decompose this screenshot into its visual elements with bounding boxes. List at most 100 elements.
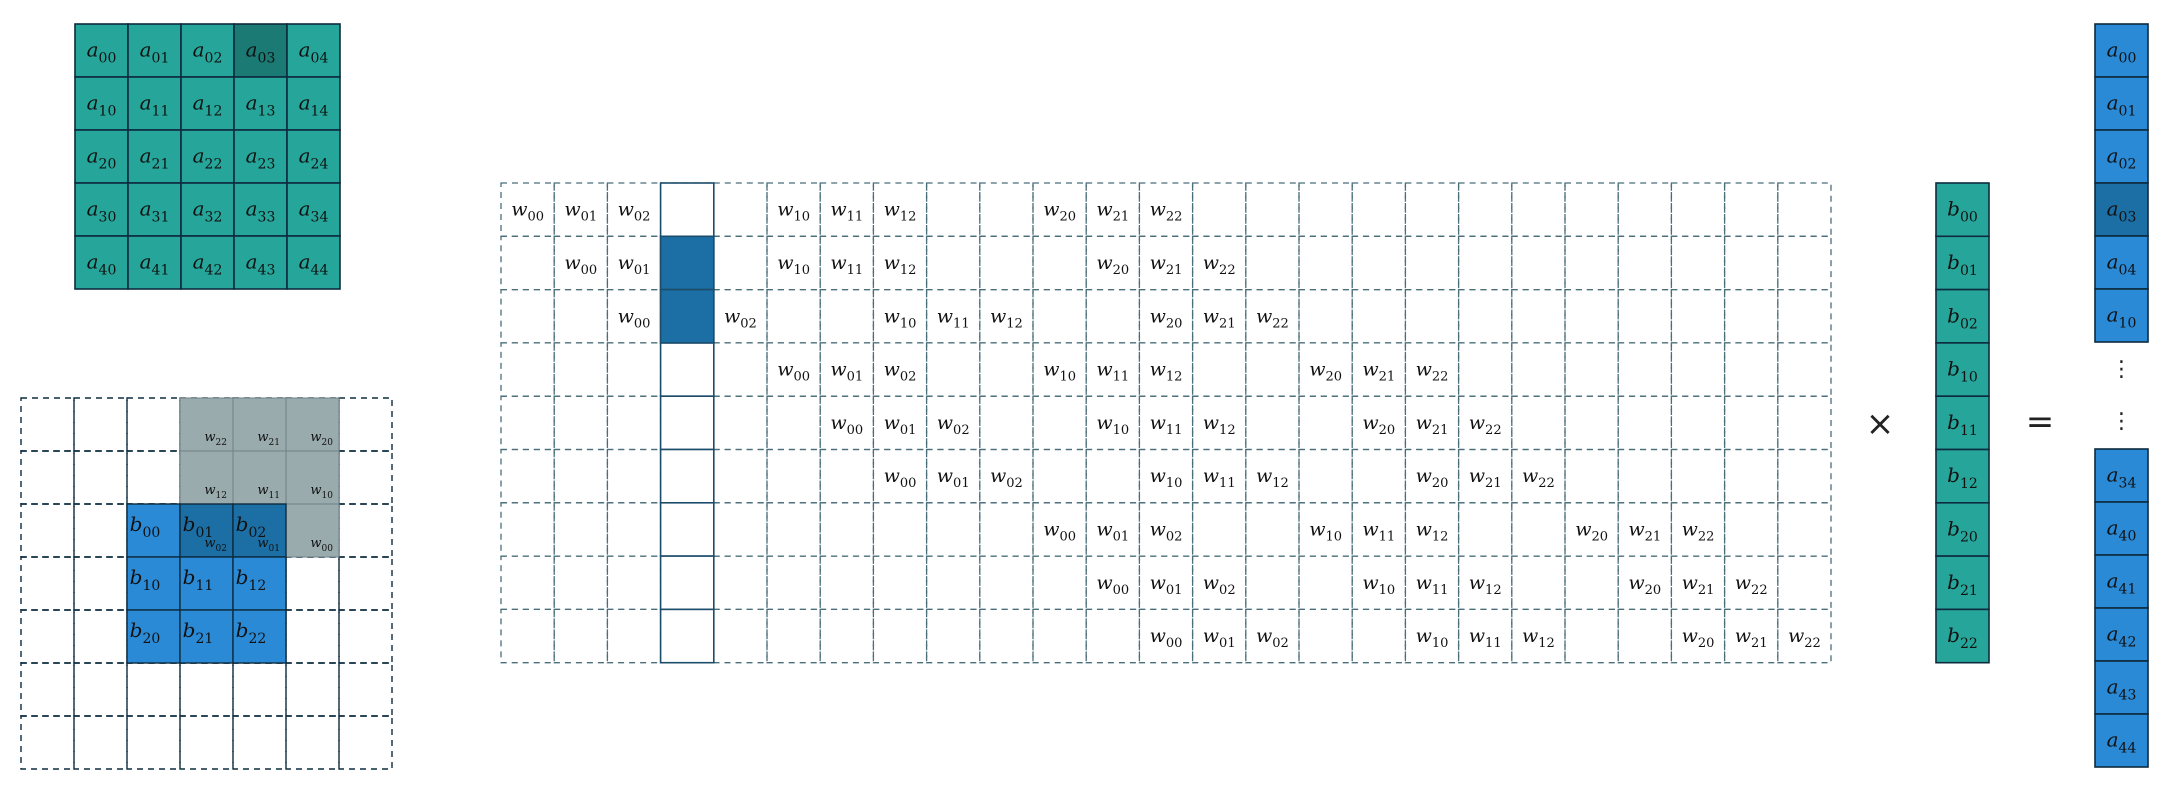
weight-entry-w22: w22 [1203, 252, 1236, 278]
padded-grid-cell [338, 397, 393, 452]
weight-grid-cell [1191, 182, 1247, 237]
padded-grid-cell [20, 397, 75, 452]
b-vector-label-b12: b12 [1947, 463, 1978, 492]
result-label-a41: a41 [2107, 569, 2137, 598]
input-cell-a11 [127, 76, 182, 131]
weight-grid-cell [713, 502, 768, 557]
weight-entry-w21: w21 [1150, 252, 1183, 278]
weight-grid-cell [1085, 288, 1141, 344]
result-cell-a44 [2094, 713, 2149, 768]
weight-grid-cell [1032, 448, 1087, 504]
weight-entry-w21: w21 [1096, 199, 1129, 225]
weight-entry-w00: w00 [1096, 572, 1129, 598]
weight-grid-cell [1298, 182, 1353, 237]
weight-grid-cell [925, 235, 981, 291]
weight-grid-cell [925, 608, 981, 664]
weight-grid-cell [925, 502, 981, 557]
input-cell-label-a31: a31 [140, 197, 170, 226]
input-cell-label-a21: a21 [140, 144, 170, 173]
padded-grid-cell [338, 662, 393, 717]
weight-grid-cell [1617, 395, 1673, 451]
weight-grid-cell [553, 342, 609, 397]
weight-grid-cell [1617, 342, 1673, 397]
weight-grid-cell [1670, 235, 1726, 291]
weight-grid-cell [1032, 555, 1087, 611]
b-vector-label-b00: b00 [1947, 197, 1978, 226]
weight-entry-w01: w01 [830, 359, 863, 385]
result-cell-a00 [2094, 23, 2149, 78]
padded-grid-cell [20, 715, 75, 770]
padded-grid-cell [179, 715, 234, 770]
weight-grid-cell [1777, 288, 1832, 344]
weight-grid-cell [1564, 235, 1619, 291]
times-operator: × [1866, 404, 1895, 444]
weight-grid-cell [500, 448, 555, 504]
weight-grid-cell [1777, 555, 1832, 611]
input-cell-a20 [74, 129, 129, 184]
b-vector-cell-b22 [1935, 608, 1990, 664]
weight-grid-cell [606, 342, 662, 397]
weight-entry-w00: w00 [777, 359, 810, 385]
weight-entry-w12: w12 [884, 199, 917, 225]
weight-entry-w22: w22 [1150, 199, 1183, 225]
weight-grid-cell [500, 235, 555, 291]
kernel-cell-w10 [285, 450, 340, 505]
input-cell-label-a40: a40 [87, 250, 117, 279]
input-cell-label-a01: a01 [140, 38, 170, 67]
weight-entry-w00: w00 [511, 199, 544, 225]
padded-grid-cell [73, 397, 128, 452]
weight-entry-w01: w01 [618, 252, 651, 278]
input-cell-a02 [180, 23, 235, 78]
result-label-a02: a02 [2107, 144, 2137, 173]
input-cell-a31 [127, 182, 182, 237]
weight-grid-cell [713, 235, 768, 291]
result-label-a43: a43 [2107, 675, 2137, 704]
weight-grid-cell [979, 342, 1034, 397]
b-cell-b01 [179, 503, 234, 558]
weight-grid-cell [1298, 235, 1353, 291]
padded-grid-cell [20, 556, 75, 611]
padded-grid-cell [338, 556, 393, 611]
weight-grid-cell [925, 555, 981, 611]
padded-grid-cell [20, 609, 75, 664]
b-cell-b10 [126, 556, 181, 611]
weight-entry-w02: w02 [937, 412, 970, 438]
b-cell-b21 [179, 609, 234, 664]
result-label-a42: a42 [2107, 622, 2137, 651]
weight-grid-cell [1085, 608, 1141, 664]
weight-grid-cell [1245, 182, 1300, 237]
input-cell-a34 [286, 182, 341, 237]
weight-grid-cell [1617, 608, 1673, 664]
equals-operator: = [2026, 402, 2055, 442]
weight-grid-cell [1564, 608, 1619, 664]
b-vector-cell-b11 [1935, 395, 1990, 451]
weight-entry-w20: w20 [1096, 252, 1129, 278]
weight-entry-w10: w10 [777, 199, 810, 225]
padded-grid-cell [126, 715, 181, 770]
weight-grid-cell [606, 555, 662, 611]
weight-column-cell [659, 182, 715, 238]
weight-grid-cell [979, 182, 1034, 237]
weight-highlight-cell-w02 [659, 235, 715, 291]
weight-grid-cell [1723, 288, 1779, 344]
weight-grid-cell [1511, 342, 1566, 397]
weight-entry-w21: w21 [1362, 359, 1395, 385]
weight-entry-w11: w11 [830, 199, 863, 225]
input-cell-a24 [286, 129, 341, 184]
weight-grid-cell [1457, 608, 1513, 664]
weight-grid-cell [979, 395, 1034, 451]
input-cell-label-a10: a10 [87, 91, 117, 120]
result-cell-a10 [2094, 288, 2149, 343]
weight-grid-cell [1511, 502, 1566, 557]
weight-grid-cell [1298, 288, 1353, 344]
weight-entry-w12: w12 [1469, 572, 1502, 598]
weight-entry-w10: w10 [1362, 572, 1395, 598]
weight-grid-cell [553, 608, 609, 664]
weight-grid-cell [1670, 288, 1726, 344]
weight-grid-cell [1564, 395, 1619, 451]
weight-entry-w00: w00 [618, 305, 651, 331]
result-label-a00: a00 [2107, 38, 2137, 67]
result-cell-a41 [2094, 554, 2149, 609]
